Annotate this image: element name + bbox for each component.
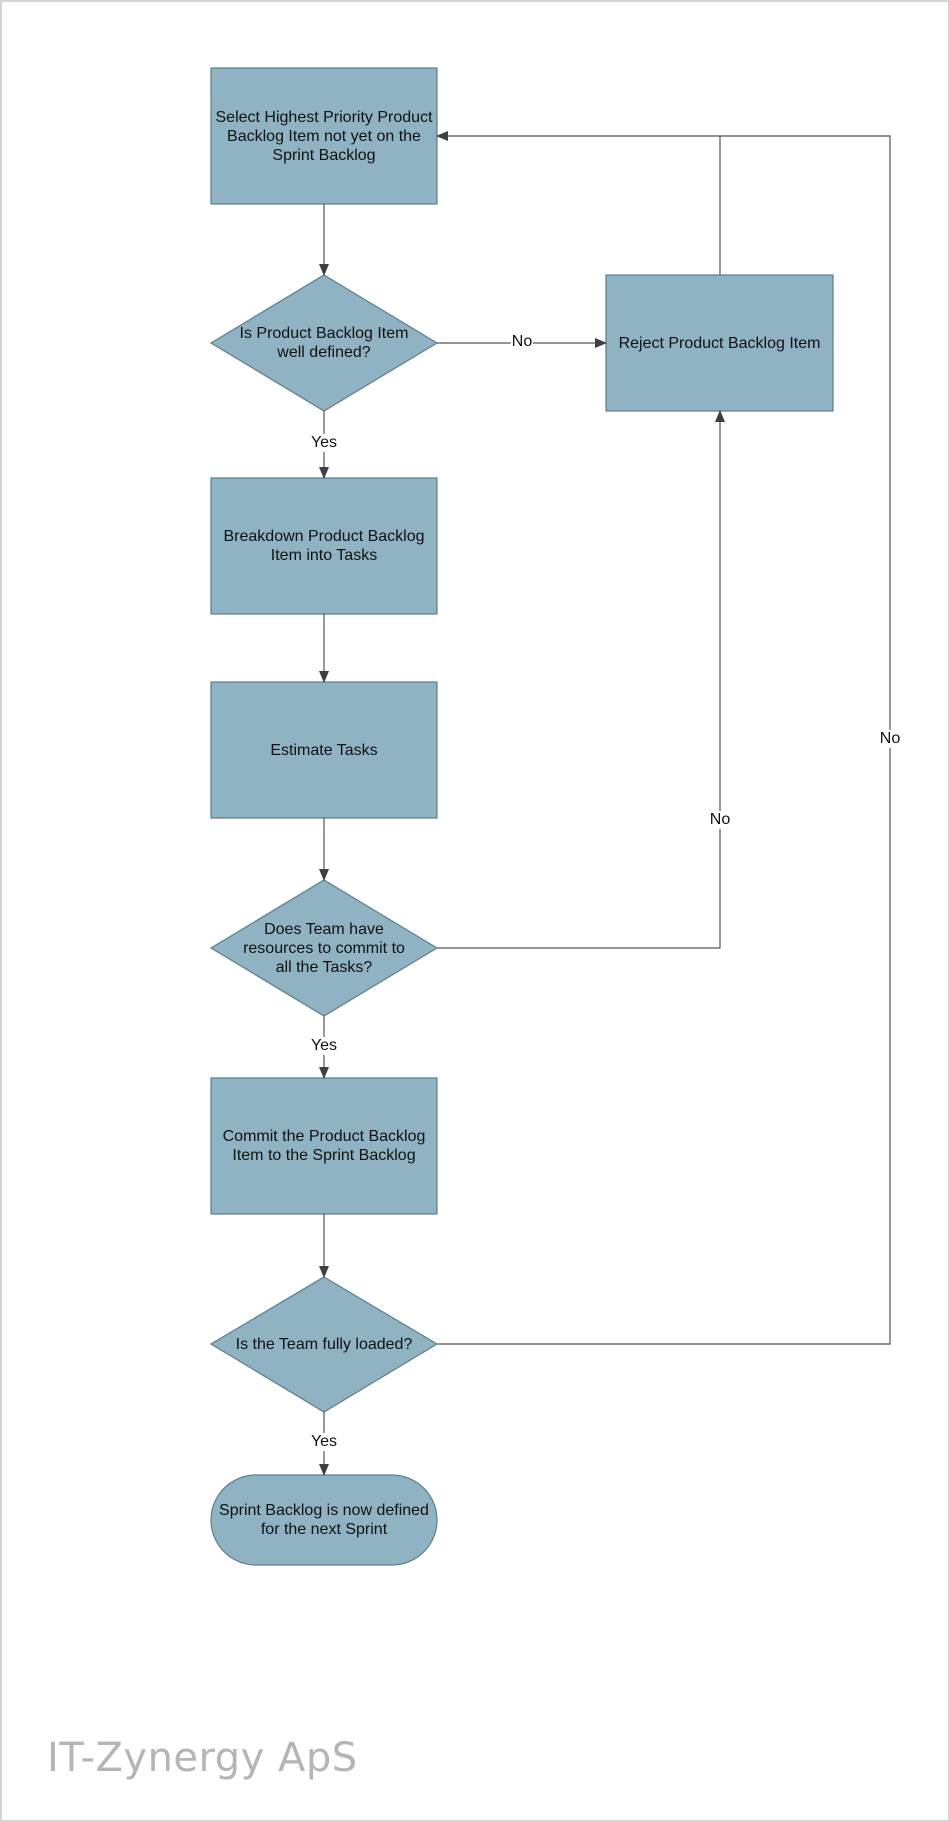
reject-item-box [605,274,834,412]
company-watermark: IT-Zynergy ApS [47,1735,358,1781]
well-defined-no-label: No [510,333,534,351]
fully-loaded-no-label: No [878,730,902,748]
well-defined-yes-label: Yes [309,434,339,452]
fully-loaded-yes-label: Yes [309,1433,339,1451]
connector-resources-no [437,410,725,949]
done-terminator [210,1474,438,1566]
commit-box [210,1077,438,1215]
well-defined-decision [209,274,439,412]
fully-loaded-decision [209,1276,439,1413]
resources-yes-label: Yes [309,1037,339,1055]
resources-no-label: No [708,811,732,829]
connector-reject-to-select [436,131,721,275]
estimate-box [210,681,438,819]
resources-decision [209,879,439,1017]
select-item-box [210,67,438,205]
breakdown-box [210,477,438,615]
